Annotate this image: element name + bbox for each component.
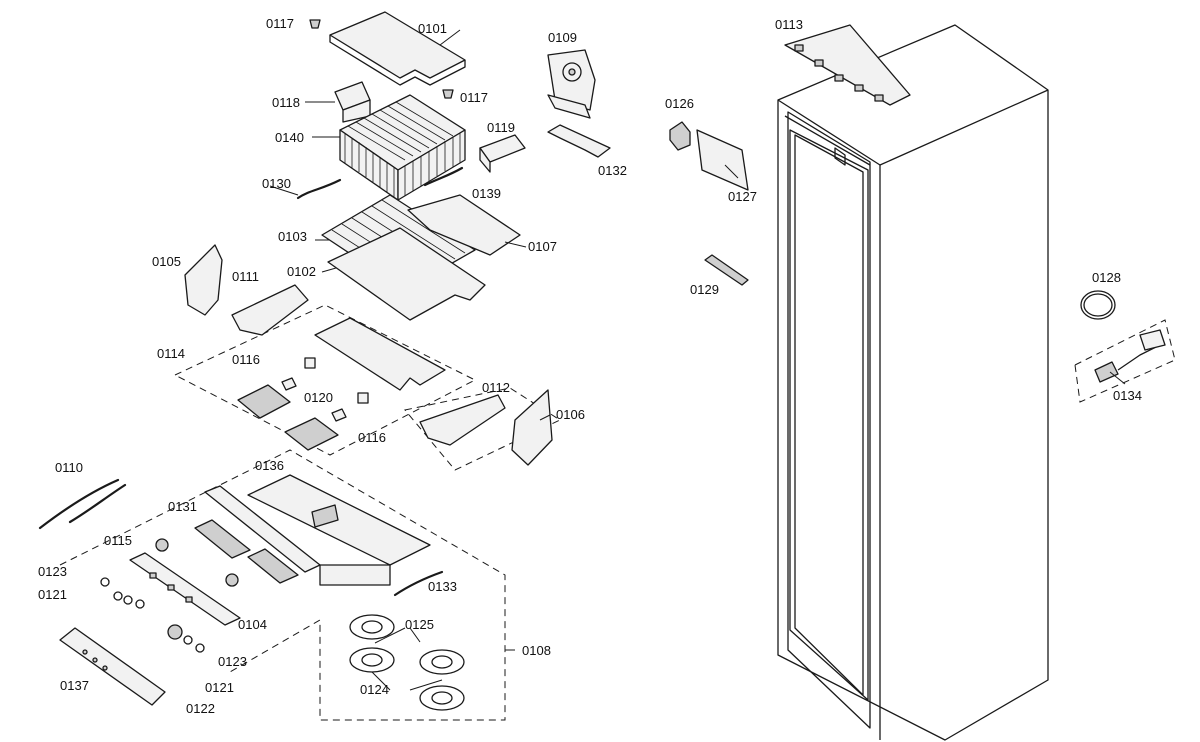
- wire-0139: [423, 166, 464, 187]
- label-0133: 0133: [428, 579, 457, 594]
- label-0115: 0115: [104, 533, 132, 548]
- label-0130: 0130: [262, 176, 291, 191]
- strip-0129: [704, 254, 749, 286]
- label-0116-a: 0116: [232, 352, 260, 367]
- label-0119: 0119: [487, 120, 515, 135]
- light-cover-0127: [696, 129, 749, 191]
- part-labels: 0117 0101 0109 0118 0117 0119 0140 0132 …: [38, 16, 1142, 716]
- bracket-0106: [511, 389, 553, 466]
- bracket-0111: [231, 284, 309, 336]
- lamp-holder-lower: [284, 392, 369, 451]
- label-0139: 0139: [472, 186, 501, 201]
- board-0131: [194, 519, 299, 584]
- screw-0117-mid: [442, 89, 454, 99]
- knob-0115-b: [225, 573, 239, 587]
- label-0129: 0129: [690, 282, 719, 297]
- bracket-0112: [419, 394, 506, 446]
- label-0132: 0132: [598, 163, 627, 178]
- label-0116-b: 0116: [358, 430, 386, 445]
- label-0121-a: 0121: [38, 587, 67, 602]
- lamp-holder-upper: [237, 357, 316, 419]
- label-0111: 0111: [232, 269, 259, 284]
- control-housing-0136: [204, 474, 431, 586]
- label-0106: 0106: [556, 407, 585, 422]
- control-panel-0104: [129, 552, 241, 626]
- label-0103: 0103: [278, 229, 307, 244]
- label-0134: 0134: [1113, 388, 1142, 403]
- label-0123-b: 0123: [218, 654, 247, 669]
- front-plate-0137: [59, 627, 166, 706]
- label-0127: 0127: [728, 189, 757, 204]
- label-0114: 0114: [157, 346, 185, 361]
- leader-lines: [269, 29, 1126, 691]
- ring-0128: [1080, 290, 1116, 320]
- label-0109: 0109: [548, 30, 577, 45]
- label-0104: 0104: [238, 617, 267, 632]
- label-0120: 0120: [304, 390, 333, 405]
- assembly-0134: [1094, 329, 1166, 383]
- bracket-0118: [334, 81, 371, 123]
- cover-plate-0101: [329, 11, 466, 86]
- screws-0121-0123: [100, 577, 205, 653]
- label-0118: 0118: [272, 95, 300, 110]
- heater-0119: [479, 134, 526, 173]
- wire-0110b: [68, 483, 127, 524]
- group-outline-0108: [59, 449, 506, 721]
- label-0121-b: 0121: [205, 680, 234, 695]
- wire-0130: [296, 178, 342, 200]
- control-panel-strip: [784, 24, 911, 106]
- label-0122: 0122: [186, 701, 215, 716]
- label-0126: 0126: [665, 96, 694, 111]
- duct-0107: [407, 194, 521, 256]
- housing-0114: [314, 317, 446, 391]
- label-0123-a: 0123: [38, 564, 67, 579]
- cover-0102: [327, 227, 486, 321]
- label-0131: 0131: [168, 499, 197, 514]
- label-0108: 0108: [522, 643, 551, 658]
- wire-0110: [38, 478, 120, 530]
- label-0107: 0107: [528, 239, 557, 254]
- label-0140: 0140: [275, 130, 304, 145]
- label-0113: 0113: [775, 17, 803, 32]
- refrigerator-cabinet: [777, 24, 1049, 741]
- fan-0109: [547, 49, 596, 119]
- washers-0124: [349, 647, 465, 711]
- label-0112: 0112: [482, 380, 510, 395]
- label-0117-a: 0117: [266, 16, 294, 31]
- label-0101: 0101: [418, 21, 447, 36]
- label-0136: 0136: [255, 458, 284, 473]
- screw-0117-top: [309, 19, 321, 29]
- handle-0132: [547, 124, 611, 158]
- group-outline-0114: [173, 304, 477, 456]
- grommets-0125: [349, 614, 465, 675]
- label-0117-b: 0117: [460, 90, 488, 105]
- label-0128: 0128: [1092, 270, 1121, 285]
- label-0124: 0124: [360, 682, 389, 697]
- switch-0126: [669, 121, 691, 151]
- label-0102: 0102: [287, 264, 316, 279]
- knob-0122: [167, 624, 183, 640]
- group-outline-0134: [1074, 319, 1176, 403]
- label-0105: 0105: [152, 254, 181, 269]
- label-0125: 0125: [405, 617, 434, 632]
- wire-0133: [393, 570, 444, 597]
- label-0110: 0110: [55, 460, 83, 475]
- bracket-0105: [184, 244, 223, 316]
- knob-0115-a: [155, 538, 169, 552]
- label-0137: 0137: [60, 678, 89, 693]
